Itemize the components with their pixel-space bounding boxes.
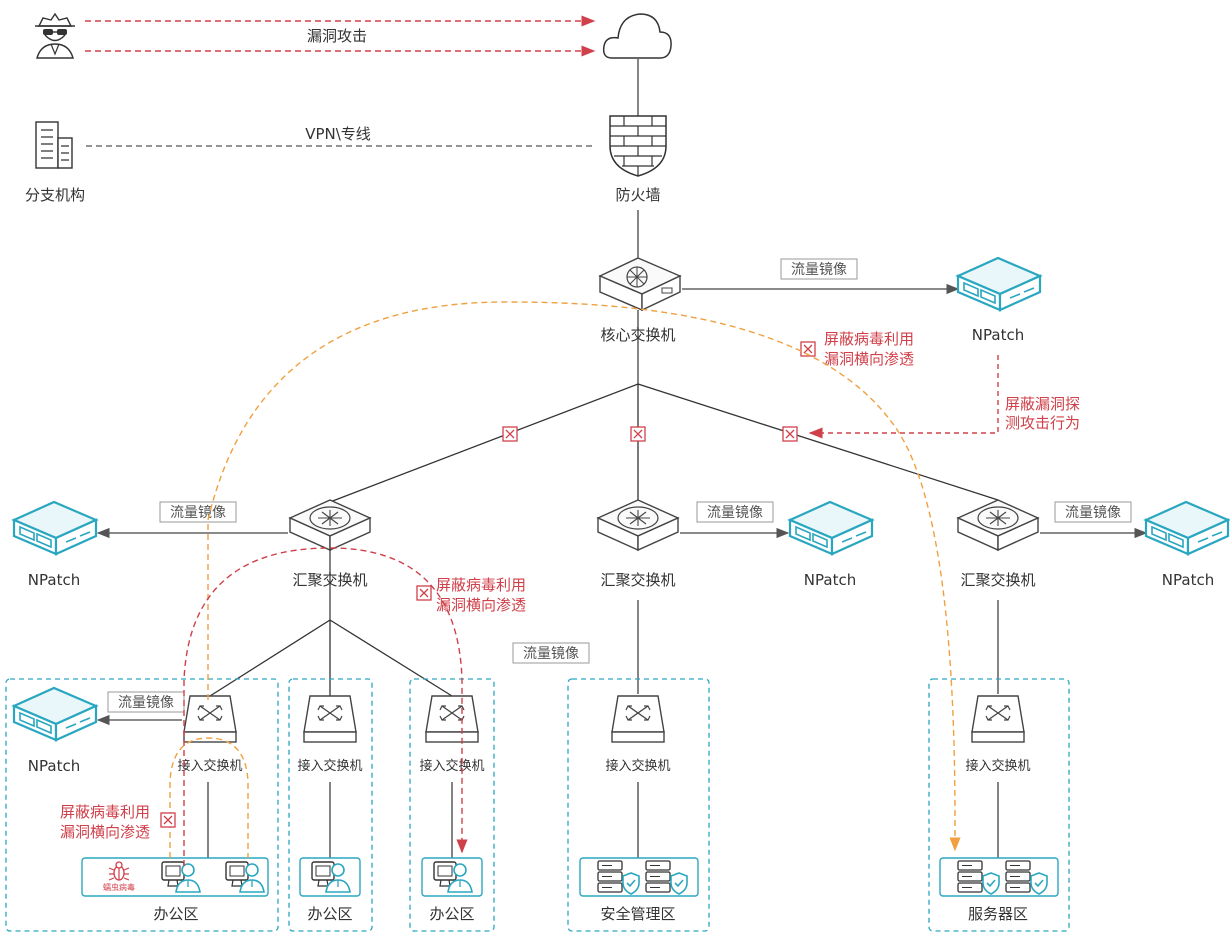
- block-lateral-office-1: 屏蔽病毒利用: [60, 803, 150, 821]
- block-lateral-office-2: 漏洞横向渗透: [60, 823, 150, 841]
- npatch-label-access: NPatch: [28, 757, 80, 775]
- access-switch-label-1: 接入交换机: [177, 758, 242, 774]
- npatch-icon: [12, 500, 98, 556]
- block-lateral-core-2: 漏洞横向渗透: [824, 350, 914, 368]
- zone-label-security: 安全管理区: [600, 905, 675, 923]
- block-lateral-agg-2: 漏洞横向渗透: [436, 596, 526, 614]
- mirror-tag-agg3: 流量镜像: [1065, 505, 1121, 521]
- access-switch-icon: [971, 695, 1025, 743]
- zone-security: [567, 678, 710, 932]
- vpn-label: VPN\专线: [305, 125, 371, 143]
- cloud-icon: [602, 13, 672, 59]
- npatch-label-agg3: NPatch: [1162, 571, 1214, 589]
- npatch-icon: [1144, 500, 1230, 556]
- building-icon: [35, 121, 73, 169]
- zone-label-office-1: 办公区: [153, 905, 198, 923]
- zone-server: [928, 678, 1070, 932]
- agg-switch-icon: [957, 499, 1039, 551]
- agg-switch-icon: [289, 499, 371, 551]
- block-icon: [160, 812, 176, 828]
- block-lateral-agg-1: 屏蔽病毒利用: [436, 576, 526, 594]
- bug-icon: [108, 861, 130, 881]
- access-switch-label-4: 接入交换机: [605, 758, 670, 774]
- firewall-icon: [609, 115, 667, 177]
- agg-switch-label-3: 汇聚交换机: [960, 571, 1035, 589]
- npatch-label-core: NPatch: [972, 326, 1024, 344]
- block-icon: [502, 426, 518, 442]
- npatch-icon: [956, 256, 1042, 312]
- access-switch-label-2: 接入交换机: [297, 758, 362, 774]
- mirror-tag-agg2: 流量镜像: [707, 505, 763, 521]
- lateral-path-orange-small: [169, 737, 249, 858]
- block-lateral-core-1: 屏蔽病毒利用: [824, 330, 914, 348]
- zone-office-3: [409, 678, 495, 932]
- zone-label-office-3: 办公区: [429, 905, 474, 923]
- block-icon: [782, 426, 798, 442]
- npatch-label-agg2: NPatch: [804, 571, 856, 589]
- branch-label: 分支机构: [25, 186, 85, 204]
- access-switch-label-3: 接入交换机: [419, 758, 484, 774]
- zone-label-office-2: 办公区: [307, 905, 352, 923]
- access-switch-icon: [183, 695, 237, 743]
- lateral-path-orange-large: [207, 301, 961, 852]
- npatch-icon: [788, 500, 874, 556]
- zone-office-1: [5, 678, 279, 932]
- zone-label-server: 服务器区: [968, 905, 1028, 923]
- worm-label: 蠕虫病毒: [103, 882, 135, 892]
- access-switch-icon: [303, 695, 357, 743]
- hacker-icon: [35, 12, 75, 59]
- agg-switch-icon: [597, 499, 679, 551]
- mirror-tag-core: 流量镜像: [791, 262, 847, 278]
- block-probe-line1: 屏蔽漏洞探: [1005, 395, 1080, 413]
- mirror-tag-mid: 流量镜像: [523, 646, 579, 662]
- attack-label: 漏洞攻击: [307, 27, 367, 45]
- agg-switch-label-2: 汇聚交换机: [600, 571, 675, 589]
- npatch-label-agg1: NPatch: [28, 571, 80, 589]
- access-switch-icon: [611, 695, 665, 743]
- block-icon: [630, 426, 646, 442]
- core-switch-icon: [598, 257, 682, 312]
- access-switch-icon: [425, 695, 479, 743]
- block-icon: [416, 585, 432, 601]
- block-probe-line2: 测攻击行为: [1005, 414, 1080, 432]
- firewall-label: 防火墙: [615, 186, 660, 204]
- zone-office-2: [288, 678, 373, 932]
- mirror-tag-agg1: 流量镜像: [170, 505, 226, 521]
- npatch-icon: [12, 686, 98, 742]
- mirror-tag-access: 流量镜像: [118, 695, 174, 711]
- access-switch-label-5: 接入交换机: [965, 758, 1030, 774]
